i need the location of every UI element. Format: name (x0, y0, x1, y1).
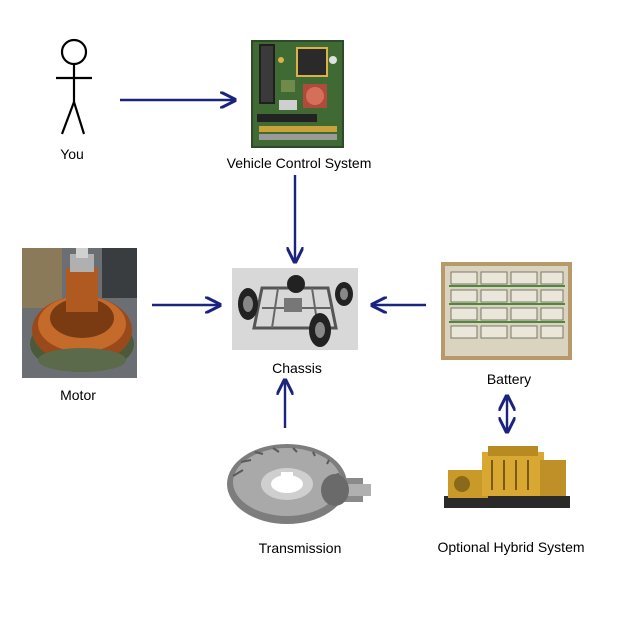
chassis-image (232, 268, 358, 350)
label-battery: Battery (486, 371, 532, 387)
label-you: You (60, 146, 84, 162)
battery-pack-image (441, 262, 572, 360)
generator-image (442, 440, 572, 512)
label-optional-hybrid-system: Optional Hybrid System (437, 539, 585, 555)
label-transmission: Transmission (258, 540, 342, 556)
stick-figure-icon (56, 38, 92, 135)
label-motor: Motor (60, 387, 96, 403)
circuit-board-image (251, 40, 344, 148)
motor-image (22, 248, 137, 378)
label-vehicle-control-system: Vehicle Control System (226, 155, 372, 171)
bevel-gear-image (223, 440, 373, 532)
label-chassis: Chassis (272, 360, 322, 376)
